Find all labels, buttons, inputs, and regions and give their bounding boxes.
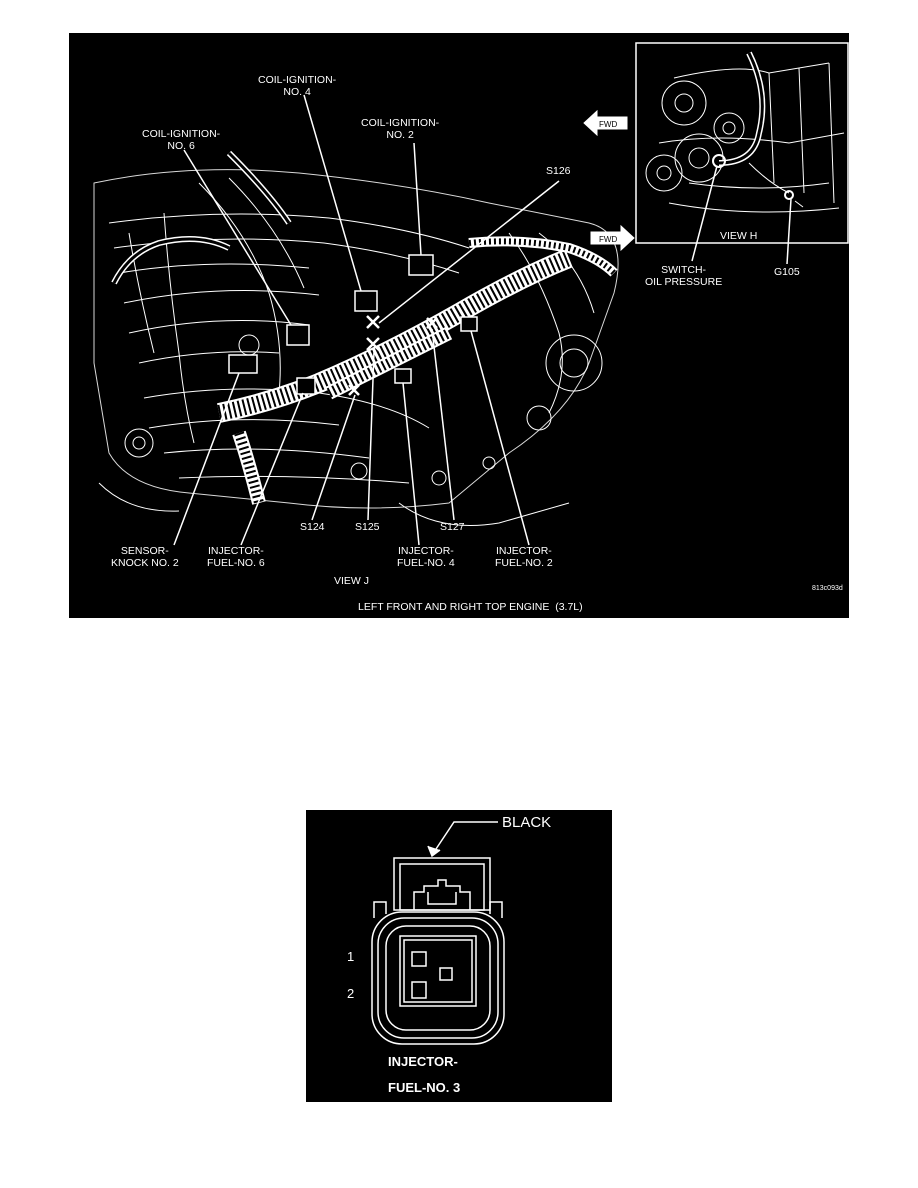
- leader-s124: [311, 394, 356, 521]
- label-g105: G105: [774, 266, 800, 278]
- leader-g105: [786, 198, 792, 265]
- leader-coil-no6: [183, 149, 292, 326]
- connector-pinout-diagram: BLACK 1 2 INJECTOR- FUEL-NO. 3: [306, 810, 612, 1102]
- pin-2-terminal: [411, 981, 427, 999]
- coil-no6-connector: [286, 324, 310, 346]
- label-coil-ignition-no6: COIL-IGNITION- NO. 6: [142, 128, 221, 152]
- knock-sensor-connector: [228, 354, 258, 374]
- figure-id: 813c093d: [812, 585, 843, 592]
- fwd-arrow-left: FWD: [583, 109, 628, 137]
- leader-s125: [367, 350, 375, 521]
- fwd-text-left: FWD: [599, 120, 617, 129]
- label-black: BLACK: [502, 814, 552, 831]
- injector-no2-connector: [460, 316, 478, 332]
- label-view-h: VIEW H: [720, 230, 758, 242]
- engine-diagram-caption: LEFT FRONT AND RIGHT TOP ENGINE (3.7L): [358, 601, 583, 613]
- wiring-harness: [217, 236, 618, 505]
- s127-splice-mark: [426, 317, 438, 329]
- engine-harness-diagram: FWD FWD: [69, 33, 849, 618]
- s124-splice-mark: [348, 384, 360, 396]
- connector-face-illustration: [371, 821, 505, 1045]
- engine-illustration: FWD FWD: [93, 42, 849, 546]
- s125-splice-mark: [366, 337, 380, 351]
- label-s127: S127: [440, 521, 465, 533]
- view-h-inset: [635, 42, 849, 265]
- connector-title-line2: FUEL-NO. 3: [388, 1080, 461, 1095]
- label-coil-ignition-no4: COIL-IGNITION- NO. 4: [258, 74, 337, 98]
- label-coil-ignition-no2: COIL-IGNITION- NO. 2: [361, 117, 440, 141]
- s126-splice-mark: [366, 315, 380, 329]
- label-s126: S126: [546, 165, 571, 177]
- leader-s127: [431, 328, 455, 521]
- coil-no4-connector: [354, 290, 378, 312]
- label-sensor-knock-no2: SENSOR- KNOCK NO. 2: [111, 545, 179, 569]
- label-s124: S124: [300, 521, 325, 533]
- injector-no6-connector: [296, 377, 316, 395]
- pin-1-terminal: [411, 951, 427, 967]
- label-injector-fuel-no2: INJECTOR- FUEL-NO. 2: [495, 545, 553, 569]
- key-cavity: [439, 967, 453, 981]
- leader-black: [433, 821, 498, 853]
- leader-injector-no4: [402, 382, 420, 546]
- label-injector-fuel-no6: INJECTOR- FUEL-NO. 6: [207, 545, 265, 569]
- leader-injector-no6: [240, 392, 304, 546]
- injector-no4-connector: [394, 368, 412, 384]
- label-switch-oil-pressure: SWITCH- OIL PRESSURE: [645, 264, 723, 288]
- label-s125: S125: [355, 521, 380, 533]
- label-view-j: VIEW J: [334, 575, 370, 587]
- leader-sensor-knock: [173, 372, 240, 546]
- leader-coil-no2: [413, 142, 422, 256]
- coil-no2-connector: [408, 254, 434, 276]
- fwd-arrow-right: FWD: [590, 224, 635, 252]
- leader-coil-no4: [303, 94, 362, 292]
- label-pin-2: 2: [347, 986, 355, 1001]
- fwd-text-right: FWD: [599, 235, 617, 244]
- leader-s126: [378, 180, 560, 324]
- leader-oil-pressure: [691, 165, 718, 262]
- label-injector-fuel-no4: INJECTOR- FUEL-NO. 4: [397, 545, 455, 569]
- leader-injector-no2: [470, 330, 530, 546]
- connector-title-line1: INJECTOR-: [388, 1054, 458, 1069]
- label-pin-1: 1: [347, 949, 355, 964]
